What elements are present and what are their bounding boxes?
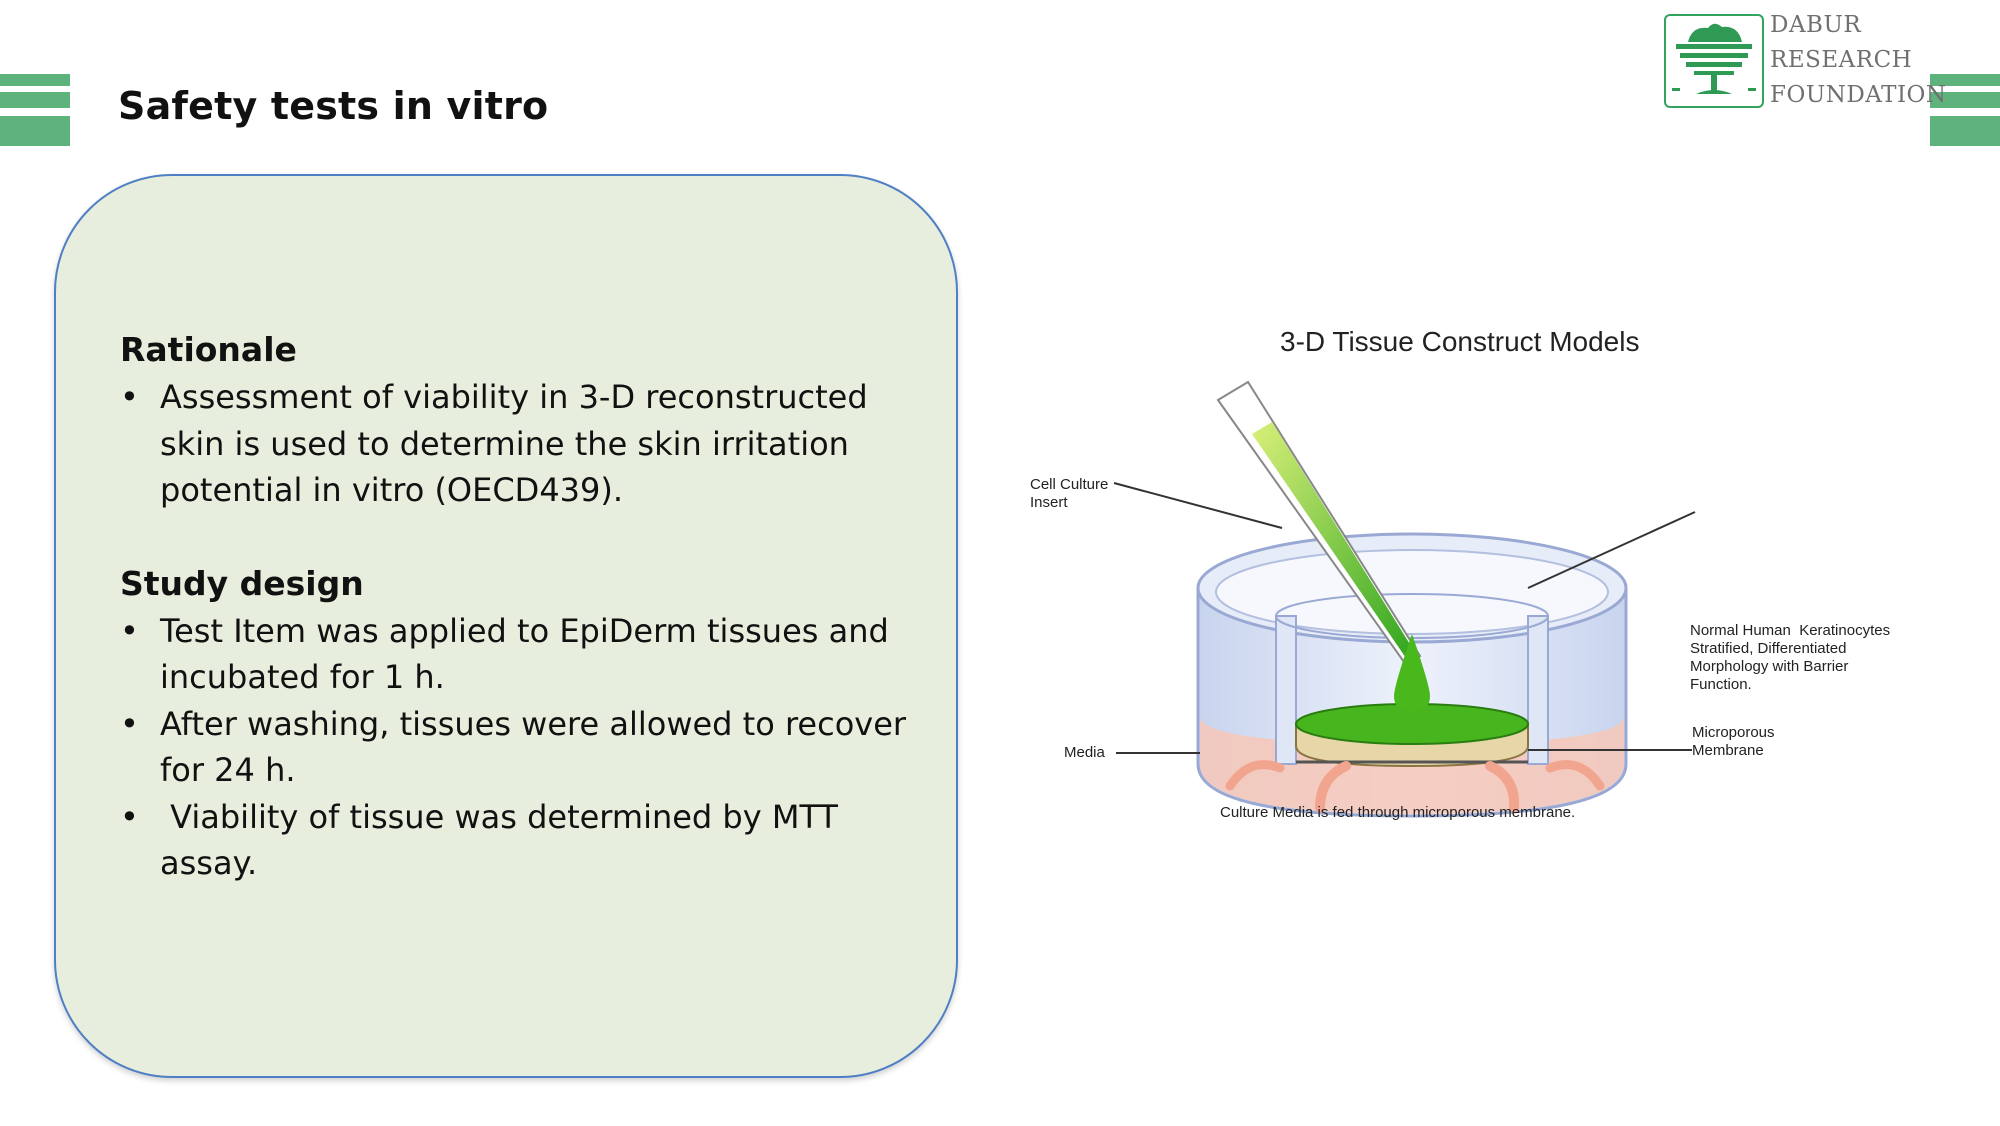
rationale-heading: Rationale — [120, 330, 297, 369]
content-card: Rationale Assessment of viability in 3-D… — [54, 174, 958, 1078]
study-design-bullet: Test Item was applied to EpiDerm tissues… — [120, 608, 920, 701]
dabur-logo: DABUR RESEARCH FOUNDATION — [1664, 12, 1946, 116]
study-design-bullet: After washing, tissues were allowed to r… — [120, 701, 920, 794]
feed-arrow — [1485, 761, 1520, 813]
feed-arrow — [1225, 760, 1285, 791]
logo-line-2: RESEARCH — [1770, 47, 1913, 73]
left-stripe-middle — [0, 92, 70, 108]
label-cell-culture-insert: Cell Culture Insert — [1030, 476, 1109, 511]
tree-icon — [1672, 23, 1756, 94]
label-media: Media — [1064, 744, 1105, 761]
right-stripe-top — [1930, 74, 2000, 86]
logo-line-3: FOUNDATION — [1770, 82, 1947, 108]
right-stripe-bottom — [1930, 116, 2000, 146]
leader-cell-culture-insert — [1113, 482, 1283, 529]
slide-title: Safety tests in vitro — [118, 84, 549, 128]
tissue-construct-diagram — [1113, 380, 1696, 818]
left-stripe-top — [0, 74, 70, 86]
figure-caption: Culture Media is fed through microporous… — [1220, 804, 1576, 821]
tissue-construct-figure: 3-D Tissue Construct Models — [1020, 316, 1930, 836]
insert-wall-right — [1527, 615, 1549, 765]
study-design-list: Test Item was applied to EpiDerm tissues… — [120, 608, 920, 887]
rationale-bullet: Assessment of viability in 3-D reconstru… — [120, 374, 920, 514]
study-design-heading: Study design — [120, 563, 364, 603]
left-stripe-bottom — [0, 116, 70, 146]
figure-title: 3-D Tissue Construct Models — [1280, 326, 1640, 357]
card-text: Rationale Assessment of viability in 3-D… — [120, 326, 920, 887]
leader-keratinocytes — [1527, 511, 1696, 589]
feed-arrow — [1545, 760, 1605, 791]
study-design-bullet: Viability of tissue was determined by MT… — [120, 794, 920, 887]
green-drop — [1394, 634, 1430, 712]
rationale-list: Assessment of viability in 3-D reconstru… — [120, 374, 920, 514]
tree-icon-frame — [1664, 14, 1764, 108]
right-stripe-middle — [1930, 92, 2000, 108]
insert-wall-left — [1275, 615, 1297, 765]
feed-arrow — [1315, 761, 1351, 813]
label-microporous-membrane: Microporous Membrane — [1692, 724, 1775, 759]
logo-line-1: DABUR — [1770, 12, 1862, 38]
label-keratinocytes: Normal Human Keratinocytes Stratified, D… — [1690, 622, 1891, 693]
pipette-liquid — [1252, 422, 1416, 658]
